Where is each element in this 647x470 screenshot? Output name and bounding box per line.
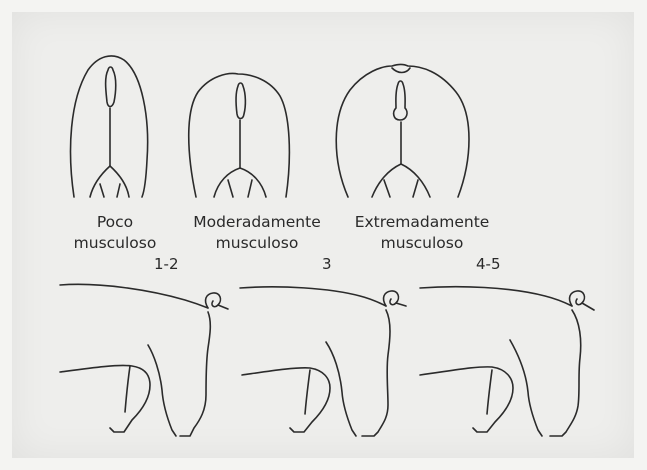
category-label-line2: musculoso: [60, 233, 170, 254]
category-label-extremadamente: Extremadamente musculoso: [342, 212, 502, 254]
side-view-poco-musculoso: [60, 284, 228, 436]
rear-view-poco-musculoso: [71, 56, 148, 197]
category-label-line1: Poco: [60, 212, 170, 233]
score-label-moderadamente: 3: [322, 255, 332, 273]
side-view-moderadamente-musculoso: [240, 287, 406, 436]
rear-view-moderadamente-musculoso: [189, 74, 290, 197]
category-label-line1: Extremadamente: [342, 212, 502, 233]
score-label-extremadamente: 4-5: [476, 255, 501, 273]
rear-view-extremadamente-musculoso: [336, 65, 469, 198]
side-view-extremadamente-musculoso: [420, 287, 594, 436]
category-label-line2: musculoso: [182, 233, 332, 254]
category-label-line2: musculoso: [342, 233, 502, 254]
category-label-poco: Poco musculoso: [60, 212, 170, 254]
category-label-line1: Moderadamente: [182, 212, 332, 233]
category-label-moderadamente: Moderadamente musculoso: [182, 212, 332, 254]
score-label-poco: 1-2: [154, 255, 179, 273]
